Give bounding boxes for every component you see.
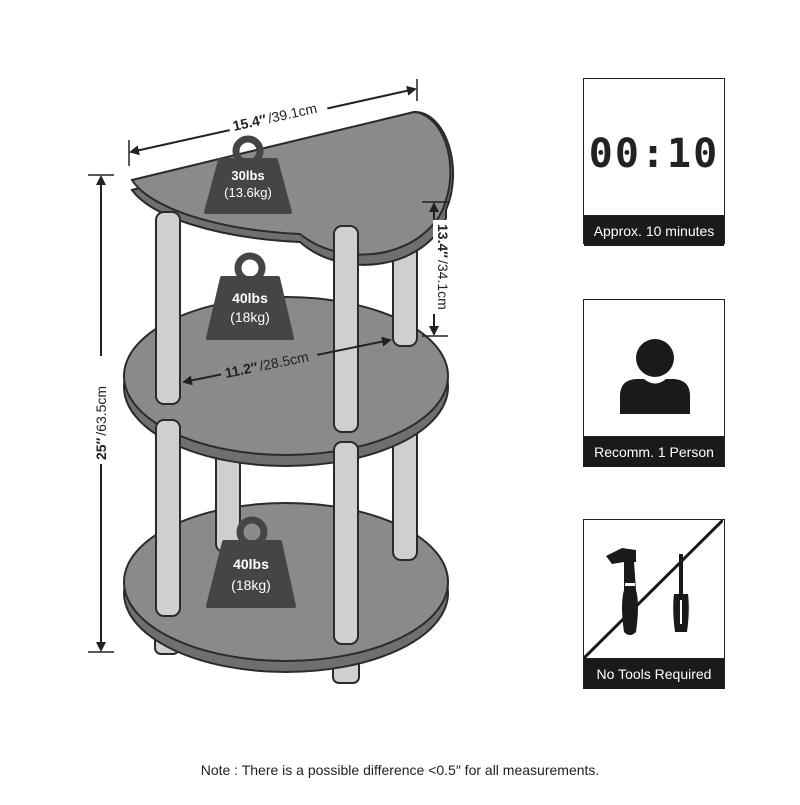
no-tools-caption: No Tools Required <box>584 659 724 689</box>
svg-text:25″/63.5cm: 25″/63.5cm <box>93 386 109 460</box>
dimension-shelf-gap: 13.4″ /34.1cm <box>422 201 452 337</box>
height-inches: 25″ <box>93 437 109 460</box>
weight-icon-top: 30lbs (13.6kg) <box>204 135 292 214</box>
weight-icon-middle: 40lbs (18kg) <box>206 252 294 340</box>
height-cm: /63.5cm <box>93 386 109 436</box>
dimension-height: 25″/63.5cm <box>88 174 114 653</box>
width-inches: 15.4″ <box>231 111 268 134</box>
shelf-gap-inches: 13.4″ <box>435 224 451 258</box>
front-poles-lower <box>155 419 359 645</box>
weight-top-kg: (13.6kg) <box>224 185 272 200</box>
assembly-people-card: Recomm. 1 Person <box>583 299 725 467</box>
weight-bottom-lbs: 40lbs <box>233 556 269 572</box>
digital-clock-icon: 00:10 <box>584 79 724 216</box>
person-icon <box>620 339 690 414</box>
clock-display: 00:10 <box>588 131 720 177</box>
assembly-time-card: 00:10 Approx. 10 minutes <box>583 78 725 246</box>
weight-middle-kg: (18kg) <box>230 309 270 325</box>
assembly-people-caption: Recomm. 1 Person <box>584 437 724 467</box>
weight-top-lbs: 30lbs <box>231 168 264 183</box>
weight-middle-lbs: 40lbs <box>232 290 268 306</box>
dimension-width: 15.4″/39.1cm <box>128 79 418 166</box>
weight-bottom-kg: (18kg) <box>231 577 271 593</box>
no-tools-icon <box>584 520 724 658</box>
screwdriver-icon <box>673 554 689 632</box>
dimension-depth: 11.2″/28.5cm <box>182 336 392 386</box>
svg-text:15.4″/39.1cm: 15.4″/39.1cm <box>231 100 318 134</box>
hammer-icon <box>606 548 638 635</box>
measurement-note: Note : There is a possible difference <0… <box>200 762 600 778</box>
shelf-gap-cm: /34.1cm <box>435 260 451 310</box>
assembly-time-caption: Approx. 10 minutes <box>584 216 724 246</box>
weight-icon-bottom: 40lbs (18kg) <box>206 516 296 608</box>
no-tools-card: No Tools Required <box>583 519 725 689</box>
svg-text:13.4″/34.1cm: 13.4″ /34.1cm <box>435 224 451 310</box>
depth-inches: 11.2″ <box>223 359 259 381</box>
